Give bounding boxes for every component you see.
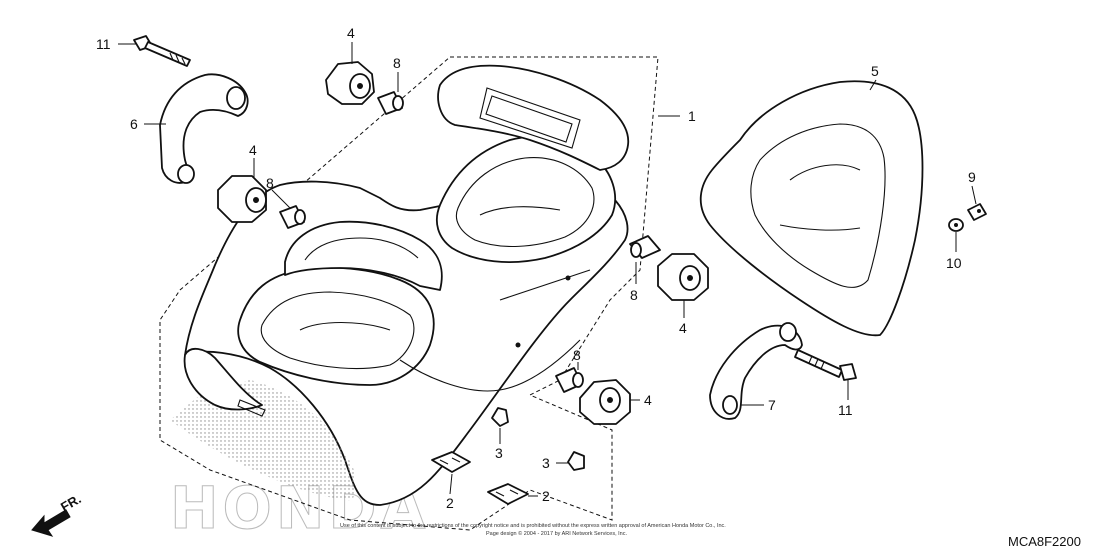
callout-3: 3 xyxy=(495,445,503,461)
diagram-code: MCA8F2200 xyxy=(1008,534,1081,549)
bushing-8-a xyxy=(377,91,404,115)
knob-4-b xyxy=(217,175,267,223)
callout-2: 2 xyxy=(542,488,550,504)
bolt-11-lower xyxy=(794,349,857,381)
callout-2: 2 xyxy=(446,495,454,511)
bushing-8-d xyxy=(555,367,584,393)
callout-4: 4 xyxy=(644,392,652,408)
clip-2-b xyxy=(487,483,529,505)
knob-4-d xyxy=(579,379,631,425)
leader-lines xyxy=(118,42,977,497)
callout-8: 8 xyxy=(393,55,401,71)
bushing-8-b xyxy=(279,205,306,229)
washer-10 xyxy=(948,218,964,232)
callout-8: 8 xyxy=(266,175,274,191)
callout-10: 10 xyxy=(946,255,962,271)
copyright-notice: Use of this content is subject to the re… xyxy=(340,523,726,529)
front-arrow-icon xyxy=(31,509,71,537)
callout-1: 1 xyxy=(688,108,696,124)
callout-6: 6 xyxy=(130,116,138,132)
bolt-11-upper xyxy=(133,35,191,67)
clip-2-a xyxy=(431,451,471,473)
callout-4: 4 xyxy=(679,320,687,336)
knob-4-c xyxy=(657,253,709,301)
callout-9: 9 xyxy=(968,169,976,185)
front-direction-indicator: FR. xyxy=(31,491,84,537)
callout-8: 8 xyxy=(630,287,638,303)
callout-11: 11 xyxy=(838,402,853,418)
screw-9 xyxy=(967,203,987,221)
callout-labels: 11 6 4 8 4 8 1 5 9 10 8 4 8 4 7 11 3 3 2… xyxy=(96,25,976,511)
callout-11: 11 xyxy=(96,36,111,52)
callout-4: 4 xyxy=(347,25,355,41)
assembly-boundary xyxy=(159,56,659,531)
knob-4-a xyxy=(325,61,375,105)
callout-5: 5 xyxy=(871,63,879,79)
callout-3: 3 xyxy=(542,455,550,471)
rubber-3-a xyxy=(491,407,509,427)
backrest-5 xyxy=(699,80,924,337)
callout-7: 7 xyxy=(768,397,776,413)
grab-handle-6 xyxy=(159,73,249,184)
bushing-8-c xyxy=(629,235,661,259)
callout-4: 4 xyxy=(249,142,257,158)
grab-handle-7 xyxy=(709,322,803,420)
rubber-3-b xyxy=(567,451,585,471)
seat-assembly xyxy=(170,64,630,506)
page-design-notice: Page design © 2004 - 2017 by ARI Network… xyxy=(486,530,627,537)
front-label: FR. xyxy=(58,491,84,514)
callout-8: 8 xyxy=(573,347,581,363)
